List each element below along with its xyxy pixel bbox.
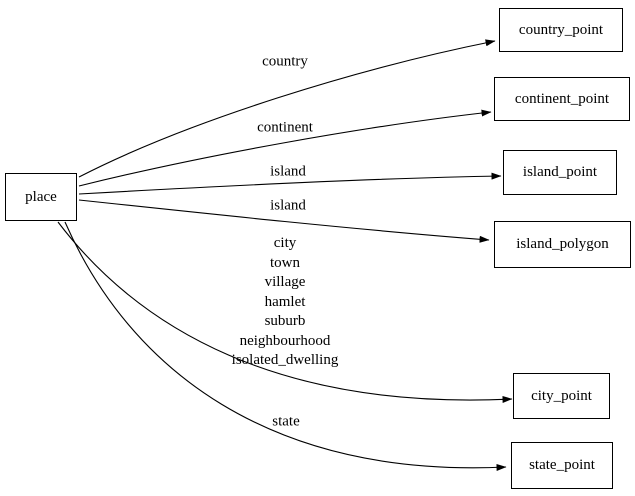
edge-label-city: city: [273, 235, 297, 251]
edge-place-country-point: [78, 39, 496, 178]
node-state-point: state_point: [511, 442, 613, 489]
node-island-polygon: island_polygon: [494, 221, 631, 268]
edge-label-state: state: [272, 413, 300, 430]
node-city-point: city_point: [513, 373, 610, 419]
edge-label-island-point: island: [270, 163, 306, 180]
edge-label-isolated-dwelling: isolated_dwelling: [231, 352, 339, 368]
edge-label-country: country: [262, 53, 308, 70]
edge-label-town: town: [270, 254, 300, 271]
edge-label-hamlet: hamlet: [264, 293, 306, 310]
edge-place-island-polygon: [78, 199, 490, 243]
edge-label-suburb: suburb: [264, 313, 306, 329]
edge-label-neighbourhood: neighbourhood: [239, 332, 331, 349]
edge-label-island-polygon: island: [270, 197, 306, 214]
edge-place-island-point: [78, 172, 502, 195]
edge-place-city-point: [57, 221, 513, 403]
edge-label-city-group: city town village hamlet suburb neighbou…: [232, 234, 339, 371]
edge-label-village: village: [264, 274, 306, 290]
node-country-point: country_point: [499, 8, 623, 52]
edge-label-continent: continent: [257, 119, 313, 136]
node-island-point: island_point: [503, 150, 617, 195]
node-continent-point: continent_point: [494, 77, 630, 121]
node-place: place: [5, 173, 77, 221]
edge-place-state-point: [64, 221, 507, 471]
edge-place-continent-point: [78, 109, 492, 187]
